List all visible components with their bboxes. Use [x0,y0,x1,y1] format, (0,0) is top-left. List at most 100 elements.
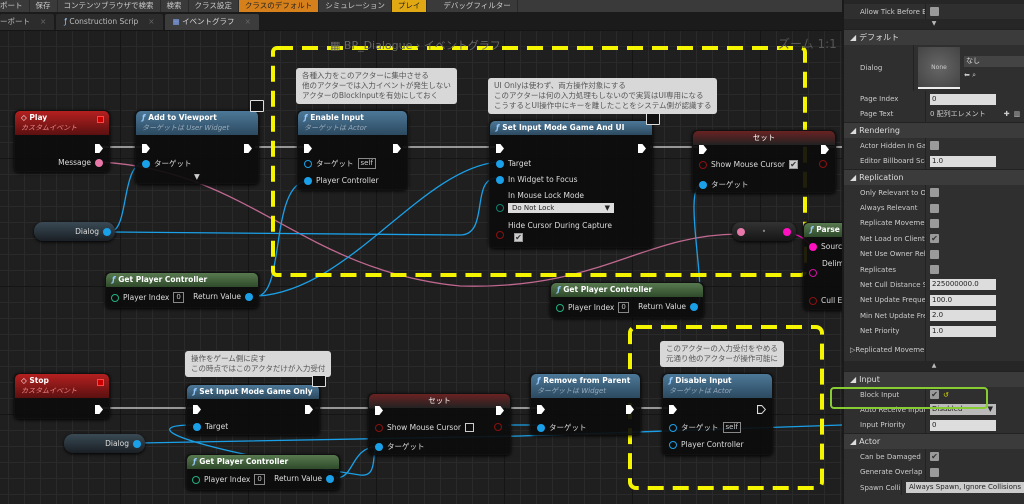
exec-out-pin[interactable] [95,405,103,414]
player-index-input[interactable]: 0 [173,292,184,303]
return-value-pin[interactable] [690,302,698,311]
player-controller-pin[interactable] [669,440,677,449]
exec-out-pin[interactable] [496,406,504,415]
output-pin[interactable] [494,423,502,431]
breakpoint-icon[interactable] [97,379,104,386]
number-field[interactable]: 225000000.0 [930,279,996,291]
number-field[interactable]: 1.0 [930,325,996,337]
target-pin[interactable] [375,442,383,451]
dropdown[interactable]: Disabled ▼ [930,404,996,416]
exec-out-pin[interactable] [305,405,313,414]
set-show-mouse-cursor-node[interactable]: セット Show Mouse Cursor ターゲット [368,393,511,455]
output-pin[interactable] [819,160,827,168]
player-index-pin[interactable] [192,475,200,484]
replicate-movemen-checkbox[interactable] [930,218,939,228]
cull-empty-pin[interactable] [809,296,817,305]
advanced-toggle[interactable]: ▼ [844,19,1024,30]
player-index-pin[interactable] [111,293,119,302]
number-field[interactable]: 1.0 [930,155,996,167]
generate-overlap-ev-checkbox[interactable] [930,467,939,477]
section-header[interactable]: ◢Input [844,370,1024,387]
number-field[interactable]: 0 [930,419,996,431]
dialog-pin[interactable] [103,227,111,236]
comment-bubble[interactable]: 各種入力をこのアクターに集中させる 他のアクターでは入力イベントが発生しない ア… [296,68,457,104]
number-field[interactable]: 100.0 [930,294,996,306]
exec-out-pin[interactable] [95,144,103,153]
number-field[interactable]: 0 [930,93,996,105]
add-icon[interactable]: ✚ [1003,110,1010,119]
message-pin[interactable] [95,158,103,167]
comment-bubble[interactable]: このアクターの入力受付をやめる 元通り他のアクターが操作可能に [660,341,784,367]
exec-in-pin[interactable] [537,405,545,414]
trash-icon[interactable]: ▥ [1013,110,1021,119]
target-pin[interactable] [496,159,504,168]
exec-out-pin[interactable] [393,144,401,153]
target-pin[interactable] [304,159,312,168]
block-input-checkbox[interactable]: ✔ [930,390,939,400]
close-icon[interactable]: × [148,17,155,26]
exec-out-pin[interactable] [626,405,634,414]
player-index-input[interactable]: 0 [618,302,629,313]
toolbar-button[interactable]: 検索 [161,0,189,12]
section-header[interactable]: ◢Rendering [844,122,1024,139]
target-pin[interactable] [537,423,545,432]
exec-in-pin[interactable] [375,406,383,415]
comment-bubble[interactable]: UI Onlyは使わず、両方操作対象にする このアクターは何の入力処理もしないの… [488,78,718,114]
search-icon[interactable]: ⌕ [972,71,977,80]
use-selected-icon[interactable]: ⬅ [964,71,973,80]
replicates-checkbox[interactable] [930,265,939,275]
reset-to-default-icon[interactable]: ↺ [943,390,949,399]
advanced-toggle[interactable]: ▲ [844,360,1024,371]
source-pin[interactable] [809,242,817,251]
exec-in-pin[interactable] [193,405,201,414]
close-icon[interactable]: × [40,17,47,26]
number-field[interactable]: 2.0 [930,310,996,322]
only-relevant-to-ow-checkbox[interactable] [930,188,939,198]
close-icon[interactable]: × [244,17,251,26]
player-controller-pin[interactable] [304,176,312,185]
dialog-variable-node[interactable]: Dialog [34,222,115,241]
exec-in-pin[interactable] [142,144,150,153]
exec-out-pin[interactable] [244,144,252,153]
mouse-lock-pin[interactable] [496,204,504,212]
hide-cursor-pin[interactable] [496,231,504,239]
delimiter-pin[interactable] [809,269,817,277]
blueprint-graph[interactable]: ▦ BP_Dialogue › イベントグラフ ズーム 1:1 各種入力をこのア… [0,30,842,504]
exec-out-pin[interactable] [638,144,646,153]
target-pin[interactable] [669,423,677,432]
asset-thumbnail[interactable]: None [918,47,960,90]
can-be-damaged-checkbox[interactable]: ✔ [930,452,939,462]
toolbar-button[interactable]: ポート [0,0,30,12]
toolbar-button[interactable]: クラス設定 [189,0,239,12]
widget-focus-pin[interactable] [496,175,504,184]
section-header[interactable]: ◢Actor [844,433,1024,450]
target-pin[interactable] [699,180,707,189]
tab[interactable]: ▦ イベントグラフ× [164,14,259,30]
toolbar-button[interactable]: シミュレーション [319,0,392,12]
expand-arrow-icon[interactable]: ▷ [850,345,856,354]
reroute-node[interactable]: • [732,222,796,241]
tab[interactable]: ƒ Construction Scrip× [56,14,163,30]
mouse-lock-dropdown[interactable]: Do Not Lock▼ [508,203,614,213]
toolbar-button[interactable]: コンテンツブラウザで検索 [58,0,161,12]
comment-bubble[interactable]: 操作をゲーム側に戻す この時点ではこのアクタだけが入力受付 [185,351,332,377]
exec-out-pin[interactable] [821,145,829,154]
expand-arrow-icon[interactable]: ▼ [194,172,200,181]
show-cursor-pin[interactable] [699,160,707,169]
show-cursor-checkbox[interactable]: ✔ [789,160,798,169]
player-index-pin[interactable] [556,303,564,312]
section-header[interactable]: ◢Replication [844,168,1024,185]
show-cursor-pin[interactable] [375,423,383,432]
dialog-variable-node[interactable]: Dialog [64,434,145,453]
show-cursor-checkbox[interactable] [465,423,474,432]
